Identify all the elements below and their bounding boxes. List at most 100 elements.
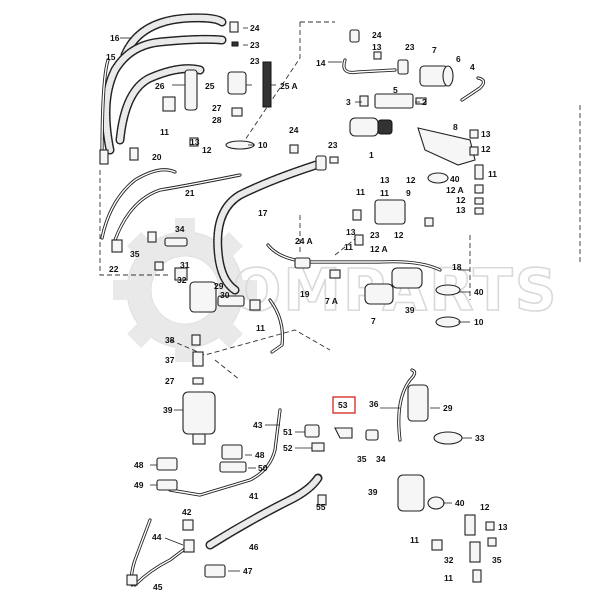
label-12: 12: [394, 230, 404, 240]
label-11: 11: [488, 169, 497, 179]
label-47: 47: [243, 566, 253, 576]
label-3: 3: [346, 97, 351, 107]
label-43: 43: [253, 420, 263, 430]
dashed-boundaries: [99, 21, 581, 381]
label-52: 52: [283, 443, 293, 453]
label-24: 24: [289, 125, 299, 135]
label-34: 34: [175, 224, 185, 234]
label-35: 35: [492, 555, 502, 565]
label-37: 37: [165, 355, 175, 365]
label-44: 44: [152, 532, 162, 542]
label-9: 9: [406, 188, 411, 198]
label-13: 13: [498, 522, 508, 532]
label-26: 26: [155, 81, 165, 91]
label-49: 49: [134, 480, 144, 490]
label-10: 10: [258, 140, 268, 150]
label-24a: 24 A: [295, 236, 313, 246]
label-7: 7: [432, 45, 437, 55]
label-11: 11: [380, 188, 389, 198]
label-32: 32: [444, 555, 454, 565]
label-24: 24: [372, 30, 382, 40]
fitting: [162, 96, 176, 112]
label-12a: 12 A: [446, 185, 464, 195]
label-16: 16: [110, 33, 120, 43]
label-33: 33: [475, 433, 485, 443]
label-23: 23: [328, 140, 338, 150]
fuel-filter-39: [182, 391, 216, 435]
label-25: 25: [205, 81, 215, 91]
label-13: 13: [346, 227, 356, 237]
banjo-bolt: [229, 21, 239, 33]
label-40: 40: [455, 498, 465, 508]
label-11: 11: [160, 127, 169, 137]
label-48: 48: [134, 460, 144, 470]
label-12: 12: [481, 144, 491, 154]
label-46: 46: [249, 542, 259, 552]
label-12: 12: [480, 502, 490, 512]
label-23: 23: [370, 230, 380, 240]
label-36: 36: [369, 399, 379, 409]
label-40: 40: [450, 174, 460, 184]
fuel-pump-7b: [364, 283, 394, 305]
label-19: 19: [300, 289, 310, 299]
label-29: 29: [443, 403, 453, 413]
label-11: 11: [410, 535, 419, 545]
label-12: 12: [456, 195, 466, 205]
label-53: 53: [338, 400, 348, 410]
label-1: 1: [369, 150, 374, 160]
label-48: 48: [255, 450, 265, 460]
label-11: 11: [444, 573, 453, 583]
label-22: 22: [109, 264, 119, 274]
components: [99, 21, 497, 586]
filter-bracket-8: [417, 127, 476, 166]
label-55: 55: [316, 502, 326, 512]
label-2: 2: [422, 97, 427, 107]
label-34: 34: [376, 454, 386, 464]
label-35: 35: [357, 454, 367, 464]
label-28: 28: [212, 115, 222, 125]
label-10: 10: [474, 317, 484, 327]
label-8: 8: [453, 122, 458, 132]
label-23: 23: [250, 40, 260, 50]
label-40: 40: [474, 287, 484, 297]
label-4: 4: [470, 62, 475, 72]
label-24: 24: [250, 23, 260, 33]
label-45: 45: [153, 582, 163, 592]
fuel-pump-29: [407, 384, 429, 422]
label-39: 39: [368, 487, 378, 497]
label-13: 13: [456, 205, 466, 215]
label-6: 6: [456, 54, 461, 64]
fuel-filter-39b: [397, 474, 425, 512]
label-21: 21: [185, 188, 195, 198]
label-25a: 25 A: [280, 81, 298, 91]
label-15: 15: [106, 52, 116, 62]
label-23: 23: [250, 56, 260, 66]
damper: [184, 69, 198, 111]
label-7a: 7 A: [325, 296, 338, 306]
pressure-regulator-29: [189, 281, 217, 313]
label-13: 13: [190, 137, 200, 147]
label-32: 32: [177, 275, 187, 285]
highlight-box-53: [332, 396, 356, 414]
label-11: 11: [344, 242, 353, 252]
label-35: 35: [130, 249, 140, 259]
label-41: 41: [249, 491, 259, 501]
label-13: 13: [380, 175, 390, 185]
fuel-pump-1: [349, 117, 379, 137]
braided-hoses: [101, 13, 323, 550]
label-39: 39: [405, 305, 415, 315]
label-13: 13: [481, 129, 491, 139]
label-38: 38: [165, 335, 175, 345]
label-23: 23: [405, 42, 415, 52]
label-31: 31: [180, 260, 190, 270]
bracket-9: [374, 199, 406, 225]
clamp-53: [334, 427, 353, 439]
label-42: 42: [182, 507, 192, 517]
label-11: 11: [256, 323, 265, 333]
label-18: 18: [452, 262, 462, 272]
label-51: 51: [283, 427, 293, 437]
label-29: 29: [214, 281, 224, 291]
label-12: 12: [202, 145, 212, 155]
